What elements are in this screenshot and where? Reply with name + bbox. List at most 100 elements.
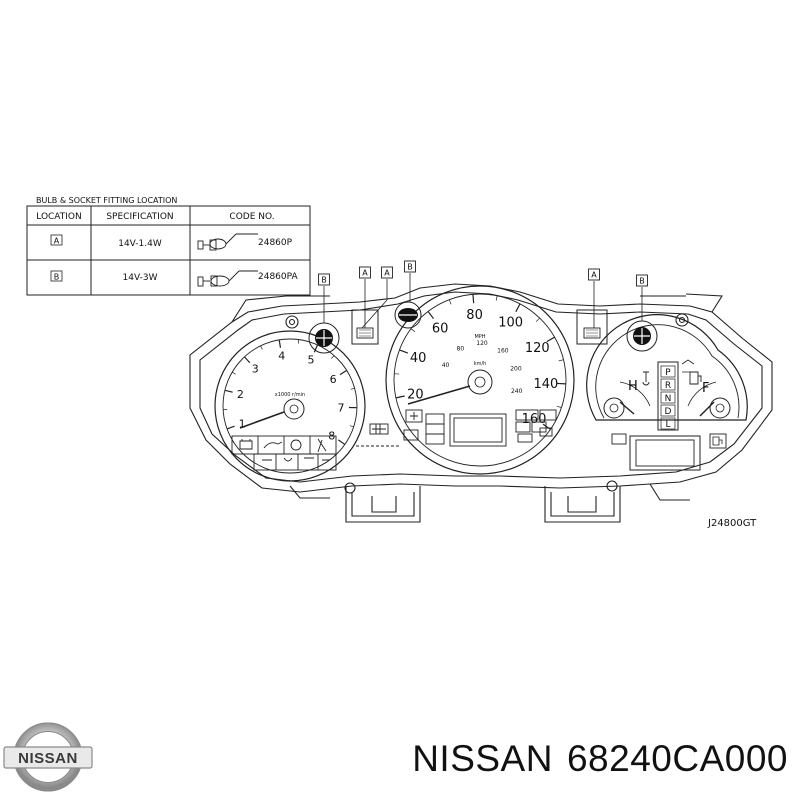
callout-box [359,266,371,279]
mph-label: 60 [432,321,449,336]
cluster-housing [189,283,773,523]
tach-label: 7 [337,401,344,414]
callout-box [588,268,600,281]
speed-tick [448,299,452,305]
callout-box [404,260,416,273]
tach-label: 6 [330,373,337,386]
nissan-logo: NISSAN [3,722,93,792]
gear-cell [660,391,676,404]
fuel-full-label: F [702,381,709,396]
tach-tick [349,425,354,428]
mph-label: 100 [498,316,523,331]
part-number: 68240CA000 [566,738,788,779]
callout-label: B [321,276,327,285]
thermometer-icon [642,371,650,386]
callout-box [636,274,648,287]
tach-tick [224,389,233,393]
mph-label: 80 [466,308,483,323]
table-row-a-spec: 14V-1.4W [118,239,162,249]
tach-tick [243,356,251,364]
tach-tick [339,369,348,376]
callout-label: A [362,269,368,278]
mph-label: 40 [410,351,427,366]
gear-label: D [665,407,672,417]
tach-warning-lamps [231,435,337,471]
seatbelt-icon [317,438,327,453]
speed-tick [495,295,498,301]
kmh-label: 120 [476,340,488,347]
speed-tick [410,328,416,332]
callout-leaders [323,273,643,329]
gear-label: R [665,381,671,391]
speed-tick [546,336,555,343]
tach-tick [337,439,346,445]
speed-tick [558,359,564,362]
kmh-label: 200 [510,366,522,373]
fuel-pump-icon [689,371,702,385]
tach-label: 4 [278,350,285,363]
speedometer-kmh-label: km/h [474,361,487,367]
brand-name: NISSAN [412,738,553,779]
mph-label: 160 [522,412,547,427]
tach-label: 2 [237,388,244,401]
speed-tick [515,303,521,313]
tach-tick [350,387,355,390]
oil-icon [263,441,283,449]
table-row-b-code: 24860PA [258,272,298,282]
speed-tick [427,311,434,319]
callout-box [318,273,330,286]
tach-tick [331,355,335,359]
speed-tick [542,423,551,430]
table-header-code: CODE NO. [229,212,274,222]
tach-tick [226,425,235,430]
speedometer-displays [356,409,557,447]
tach-tick [278,339,282,348]
tachometer-tick-marks [223,339,357,445]
kmh-label: 40 [442,362,450,369]
battery-icon [239,439,253,450]
kmh-label: 240 [511,388,523,395]
table-header-location: LOCATION [36,212,82,222]
table-row-b-spec: 14V-3W [123,273,158,283]
table-header-specification: SPECIFICATION [106,212,173,222]
mph-label: 120 [525,341,550,356]
gear-label: P [665,368,671,378]
speedometer-tick-marks [394,294,566,430]
speed-tick [395,395,405,399]
tachometer-unit-label: x1000 r/min [275,392,305,398]
product-caption: NISSAN 68240CA000 [412,738,788,780]
speedometer-kmh-labels: 40 80 120 160 200 240 [442,340,523,395]
tach-label: 1 [239,417,246,430]
callout-label: A [591,271,597,280]
speed-tick [472,294,475,304]
kmh-label: 80 [457,345,465,352]
bulb-icon-b [197,270,258,287]
speedometer-mph-label: MPH [474,334,485,340]
speed-tick [556,405,562,409]
kmh-label: 160 [497,348,509,355]
table-row-a-location: A [54,237,60,246]
mph-label: 20 [407,388,424,403]
gear-cell [660,378,676,391]
gear-cell [660,365,676,378]
mph-label: 140 [534,377,559,392]
diagram-code: J24800GT [707,518,757,529]
brake-icon [290,439,302,451]
gear-cell [660,404,676,417]
table-row-a-code: 24860P [258,238,293,248]
gear-label: L [665,420,670,430]
callout-box [381,266,393,279]
gear-cell [660,417,676,430]
tach-tick [260,345,263,350]
table-row-b-location: B [54,273,60,282]
gear-label: N [665,394,672,404]
tach-label: 3 [252,363,259,376]
tach-tick [232,371,236,375]
table-title: BULB & SOCKET FITTING LOCATION [36,196,177,205]
